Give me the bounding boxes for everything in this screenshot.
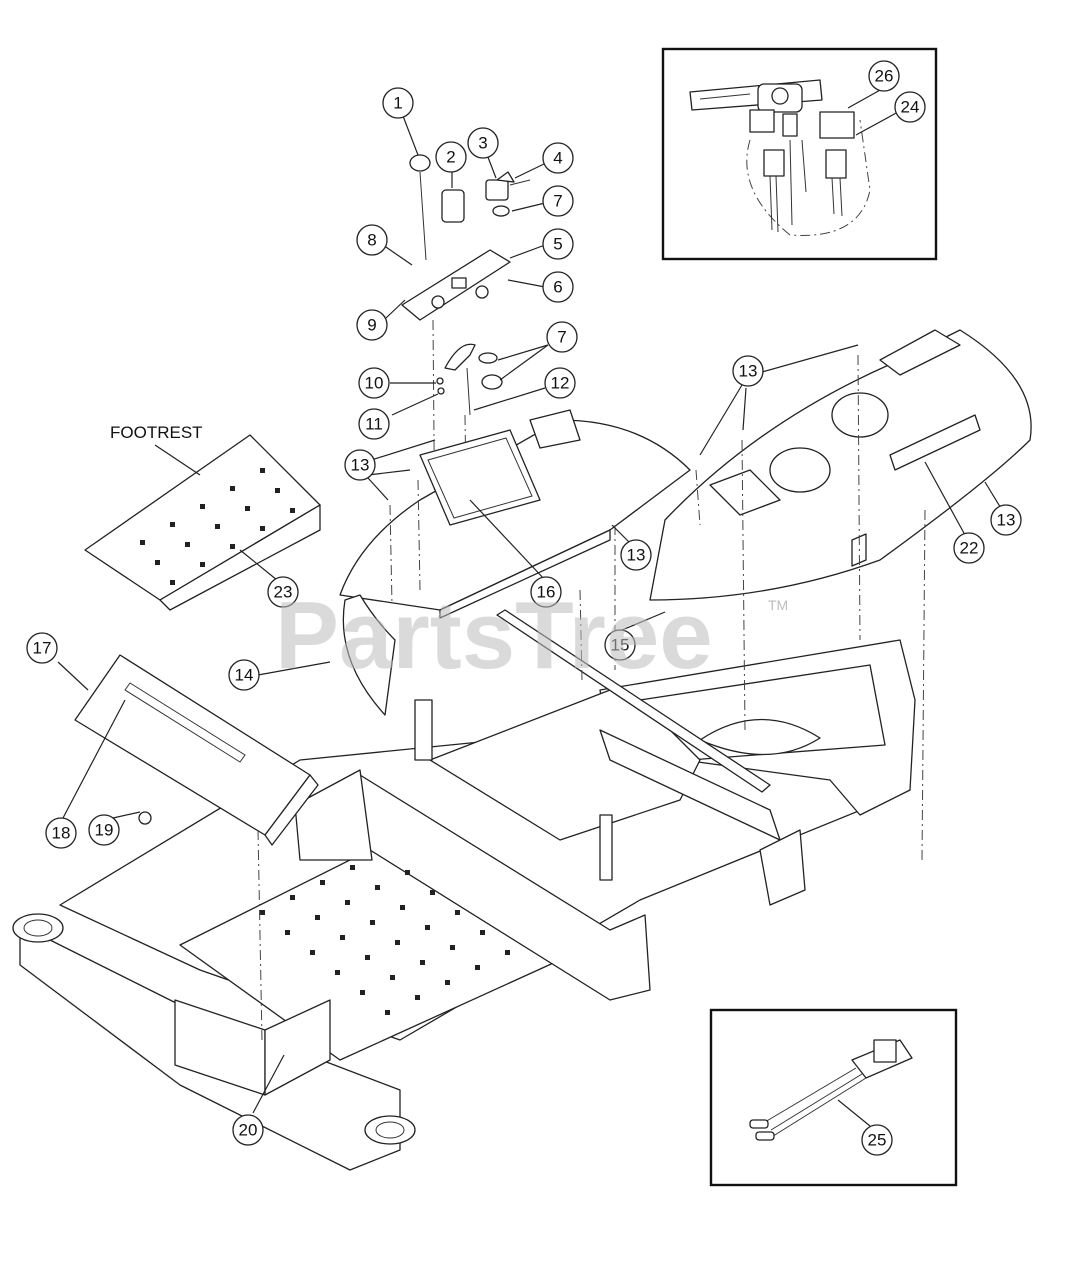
callout-13d: 13: [990, 504, 1022, 536]
callout-13a-label: 13: [739, 362, 758, 381]
callout-15-label: 15: [611, 636, 630, 655]
callout-5-label: 5: [553, 235, 562, 254]
callout-7a-label: 7: [553, 192, 562, 211]
callout-24: 24: [894, 91, 926, 123]
callout-2-label: 2: [446, 148, 455, 167]
callout-26: 26: [868, 60, 900, 92]
callout-18: 18: [45, 817, 77, 849]
callout-12: 12: [544, 367, 576, 399]
callout-12-label: 12: [551, 374, 570, 393]
callout-14-label: 14: [235, 666, 254, 685]
callout-17: 17: [26, 632, 58, 664]
watermark-text: PartsTree: [275, 582, 713, 689]
callout-4-label: 4: [553, 149, 562, 168]
console-left: [339, 409, 691, 716]
control-panel-assembly: [401, 154, 531, 561]
callout-7a: 7: [542, 185, 574, 217]
footrest-label: FOOTREST: [110, 423, 203, 442]
callout-3-label: 3: [478, 134, 487, 153]
side-panel: [74, 654, 319, 1041]
callout-13d-label: 13: [997, 511, 1016, 530]
callout-16: 16: [530, 576, 562, 608]
callout-26-label: 26: [875, 67, 894, 86]
callout-8: 8: [356, 224, 388, 256]
callout-6-label: 6: [553, 278, 562, 297]
callout-19-label: 19: [95, 821, 114, 840]
callout-20-label: 20: [239, 1121, 258, 1140]
callout-13c-label: 13: [627, 546, 646, 565]
callout-3: 3: [467, 127, 499, 159]
console-right: [649, 329, 1032, 601]
callout-1-label: 1: [393, 94, 402, 113]
callout-13b-label: 13: [351, 456, 370, 475]
fastener-guides: [389, 354, 926, 861]
callout-8-label: 8: [367, 231, 376, 250]
callout-13a: 13: [732, 355, 764, 387]
callout-5: 5: [542, 228, 574, 260]
callout-10-label: 10: [365, 374, 384, 393]
callout-24-label: 24: [901, 98, 920, 117]
callout-6: 6: [542, 271, 574, 303]
callout-4: 4: [542, 142, 574, 174]
callout-7b: 7: [546, 321, 578, 353]
callout-22: 22: [953, 532, 985, 564]
callout-19: 19: [88, 814, 120, 846]
watermark-trademark: TM: [768, 597, 788, 613]
callout-16-label: 16: [537, 583, 556, 602]
callout-15: 15: [604, 629, 636, 661]
harness-wires: [769, 139, 843, 233]
partstree-watermark: PartsTree TM: [275, 582, 788, 689]
footrest-panel: [84, 434, 321, 611]
callout-25: 25: [861, 1124, 893, 1156]
callout-17-label: 17: [33, 639, 52, 658]
callout-11-label: 11: [365, 415, 383, 434]
callout-13c: 13: [620, 539, 652, 571]
callout-25-label: 25: [868, 1131, 887, 1150]
callout-13b: 13: [344, 449, 376, 481]
footrest-holes: [140, 468, 295, 585]
callout-10: 10: [358, 367, 390, 399]
inset-harness-adapter: [709, 1008, 958, 1187]
callout-23: 23: [267, 576, 299, 608]
callout-22-label: 22: [960, 539, 979, 558]
callout-9-label: 9: [367, 316, 376, 335]
callout-18-label: 18: [52, 824, 71, 843]
footplate-holes: [260, 865, 510, 1015]
callout-23-label: 23: [274, 583, 293, 602]
leader-lines: [57, 88, 1003, 1127]
callout-20: 20: [232, 1114, 264, 1146]
callout-14: 14: [228, 659, 260, 691]
callout-1: 1: [382, 87, 414, 119]
callout-7b-label: 7: [557, 328, 566, 347]
callout-9: 9: [356, 309, 388, 341]
callout-2: 2: [435, 141, 467, 173]
callout-11: 11: [358, 408, 390, 440]
